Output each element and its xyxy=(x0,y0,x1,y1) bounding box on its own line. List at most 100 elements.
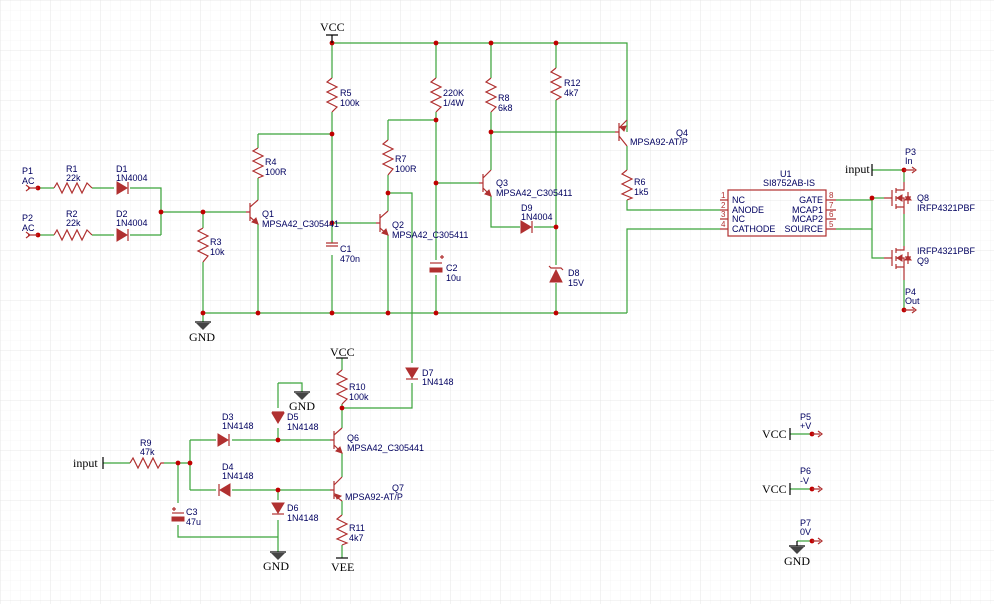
transistor-q6: Q6 MPSA42_C305441 xyxy=(330,427,424,454)
c1-val: 470n xyxy=(340,254,360,264)
d3-ref: D3 xyxy=(222,412,234,422)
u1-pin1-name: NC xyxy=(732,195,745,205)
q6-val: MPSA42_C305441 xyxy=(347,443,424,453)
p4-val: Out xyxy=(905,296,920,306)
diode-d2: D2 1N4004 xyxy=(116,209,148,242)
p4-ref: P4 xyxy=(905,287,916,297)
input-right-label-group: input xyxy=(845,162,873,176)
gnd-d5-label: GND xyxy=(289,399,315,413)
q3-val: MPSA42_C305411 xyxy=(496,188,572,198)
u1-pin4-name: CATHODE xyxy=(732,224,775,234)
d8-val: 15V xyxy=(568,278,584,288)
q9-ref: Q9 xyxy=(917,256,929,266)
r9-val: 47k xyxy=(140,447,155,457)
resistor-r7: R7 100R xyxy=(381,139,417,176)
d4-val: 1N4148 xyxy=(222,471,254,481)
connector-p5: P5 +V xyxy=(800,412,823,438)
q8-ref: Q8 xyxy=(917,193,929,203)
r4-val: 100R xyxy=(265,167,287,177)
d6-ref: D6 xyxy=(287,503,299,513)
p3-val: In xyxy=(905,156,913,166)
resistor-r5: R5 100k xyxy=(325,77,360,113)
u1-pin3-num: 3 xyxy=(721,210,726,219)
resistor-r9: R9 47k xyxy=(129,438,164,470)
diode-d3: D3 1N4148 xyxy=(217,412,254,447)
p6-val: -V xyxy=(800,476,809,486)
d9-val: 1N4004 xyxy=(521,212,553,222)
transistor-q7: Q7 MPSA92-AT/P xyxy=(330,476,404,502)
vcc-mid-label: VCC xyxy=(330,345,355,359)
gnd-p7-symbol: GND xyxy=(784,541,810,568)
u1-pin4-num: 4 xyxy=(721,220,726,229)
d2-val: 1N4004 xyxy=(116,218,148,228)
q8-val: IRFP4321PBF xyxy=(917,203,976,213)
connector-p4: P4 Out xyxy=(904,287,920,314)
ic-u1: U1 SI8752AB-IS 1 2 3 4 NC ANODE NC CATHO… xyxy=(720,169,836,237)
resistor-220k: 220K 1/4W xyxy=(429,77,465,113)
connector-p2: P2 AC xyxy=(22,213,38,239)
r8-ref: R8 xyxy=(498,93,510,103)
gnd-main-label: GND xyxy=(189,330,215,344)
u1-pin7-name: MCAP1 xyxy=(792,205,823,215)
u1-ref: U1 xyxy=(780,169,792,179)
r1-val: 22k xyxy=(66,173,81,183)
d1-val: 1N4004 xyxy=(116,173,148,183)
gnd-p7-label: GND xyxy=(784,554,810,568)
r5-ref: R5 xyxy=(340,88,352,98)
vcc-p5-symbol: VCC xyxy=(762,427,791,441)
r12-val: 4k7 xyxy=(564,88,579,98)
d7-ref: D7 xyxy=(422,368,434,378)
diode-d7: D7 1N4148 xyxy=(405,367,454,387)
resistor-r10: R10 100k xyxy=(335,369,369,405)
u1-pin6-name: MCAP2 xyxy=(792,214,823,224)
input-right-label: input xyxy=(845,162,870,176)
zener-d8: D8 15V xyxy=(548,265,584,288)
u1-pin7-num: 7 xyxy=(829,201,834,210)
q7-ref: Q7 xyxy=(392,483,404,493)
d6-val: 1N4148 xyxy=(287,513,319,523)
q1-val: MPSA42_C305441 xyxy=(262,219,339,229)
p1-ref: P1 xyxy=(22,166,33,176)
resistor-r11: R11 4k7 xyxy=(335,514,365,546)
u1-pin8-name: GATE xyxy=(799,195,823,205)
q3-ref: Q3 xyxy=(496,178,508,188)
gnd-d5-symbol: GND xyxy=(289,391,315,413)
r11-val: 4k7 xyxy=(349,533,364,543)
u1-pin3-name: NC xyxy=(732,214,745,224)
c3-ref: C3 xyxy=(186,507,198,517)
r8-val: 6k8 xyxy=(498,103,513,113)
vee-label: VEE xyxy=(331,560,354,574)
resistor-r4: R4 100R xyxy=(251,147,287,179)
q2-val: MPSA42_C305411 xyxy=(392,230,468,240)
d8-ref: D8 xyxy=(568,268,580,278)
d7-val: 1N4148 xyxy=(422,377,454,387)
d5-val: 1N4148 xyxy=(287,422,319,432)
u1-pin2-num: 2 xyxy=(721,201,726,210)
connector-p3: P3 In xyxy=(904,147,917,174)
diode-d1: D1 1N4004 xyxy=(116,164,148,195)
gnd-bottom-symbol: GND xyxy=(263,551,289,573)
r2-ref: R2 xyxy=(66,209,78,219)
r3-val: 10k xyxy=(210,247,225,257)
diode-d5: D5 1N4148 xyxy=(271,411,319,432)
gnd-main-symbol: GND xyxy=(189,321,215,344)
r220-ref: 220K xyxy=(443,88,464,98)
resistor-r12: R12 4k7 xyxy=(549,67,581,101)
p6-ref: P6 xyxy=(800,466,811,476)
q9-val: IRFP4321PBF xyxy=(917,246,976,256)
connector-p1: P1 AC xyxy=(22,166,38,192)
d4-ref: D4 xyxy=(222,462,234,472)
u1-pin5-num: 5 xyxy=(829,220,834,229)
vee-symbol: VEE xyxy=(331,557,354,574)
connector-p7: P7 0V xyxy=(800,518,823,545)
resistor-r8: R8 6k8 xyxy=(484,77,513,113)
q7-val: MPSA92-AT/P xyxy=(345,492,403,502)
p7-ref: P7 xyxy=(800,518,811,528)
gnd-bottom-label: GND xyxy=(263,559,289,573)
r5-val: 100k xyxy=(340,98,360,108)
vcc-top-label: VCC xyxy=(320,20,345,34)
vcc-p6-label: VCC xyxy=(762,482,787,496)
r12-ref: R12 xyxy=(564,78,581,88)
u1-val: SI8752AB-IS xyxy=(763,178,815,188)
r7-val: 100R xyxy=(395,164,417,174)
